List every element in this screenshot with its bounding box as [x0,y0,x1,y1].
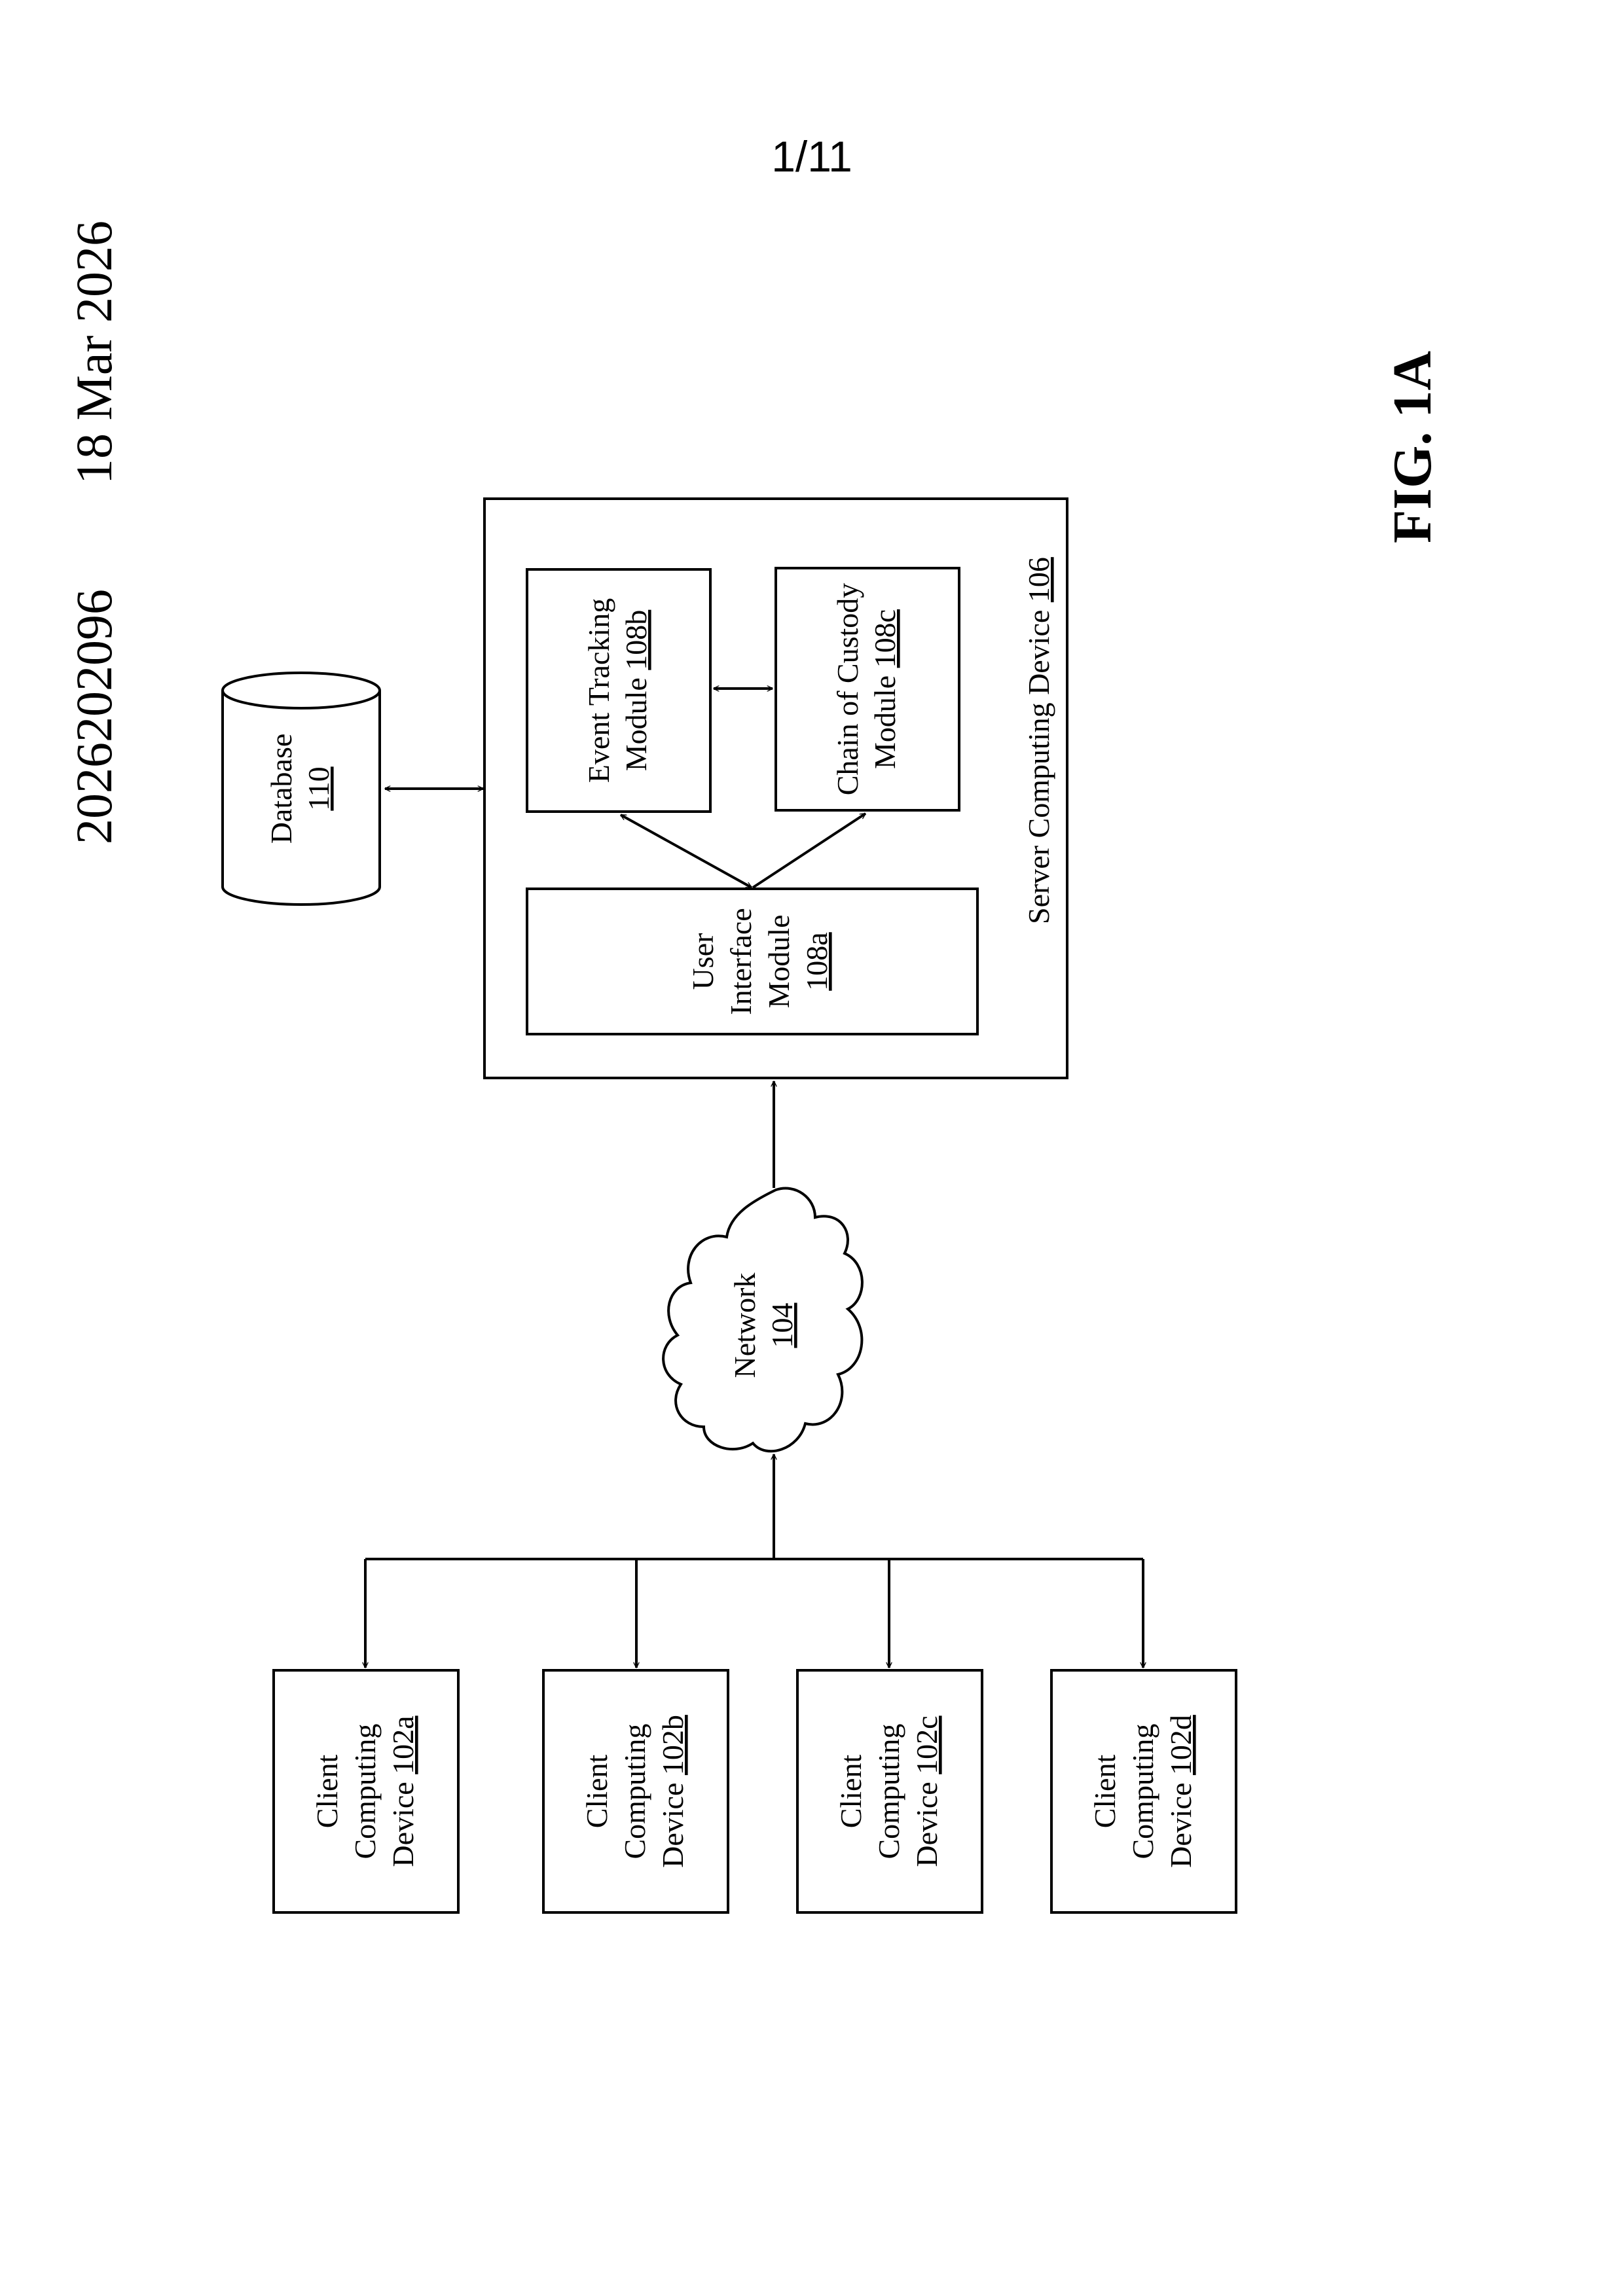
page-number: 1/11 [771,132,852,181]
chain-of-custody-label-2: Module 108c [868,609,902,769]
svg-text:Client: Client [834,1755,867,1829]
database-node: Database 110 [223,673,380,905]
chain-of-custody-label: Chain of Custody [831,583,864,796]
svg-text:Computing: Computing [872,1723,905,1859]
publication-number: 2026202096 [65,589,122,844]
svg-text:Device 102b: Device 102b [656,1715,689,1868]
svg-text:Computing: Computing [1126,1723,1159,1859]
server-label: Server Computing Device 106 [1022,557,1055,924]
client-device-b: Client Computing Device 102b [543,1670,728,1912]
client-device-c: Client Computing Device 102c [797,1670,982,1912]
svg-text:Computing: Computing [618,1723,651,1859]
user-interface-module: User Interface Module 108a [527,889,977,1034]
database-ref: 110 [302,766,335,810]
network-node: Network 104 [663,1189,862,1452]
client-device-a: Client Computing Device 102a [274,1670,458,1912]
client-bus [365,1454,1143,1668]
svg-text:Client: Client [580,1755,613,1829]
event-tracking-module: Event Tracking Module 108b [527,569,710,812]
figure-label: FIG. 1A [1382,351,1443,543]
user-interface-label-1: User [686,933,720,990]
network-ref: 104 [765,1303,799,1348]
event-tracking-label: Event Tracking [582,598,615,783]
svg-text:Device 102d: Device 102d [1164,1715,1197,1868]
user-interface-ref: 108a [800,932,833,990]
svg-text:Device 102c: Device 102c [910,1715,943,1867]
user-interface-label-2: Interface [724,908,757,1014]
svg-text:Device 102a: Device 102a [386,1715,420,1867]
event-tracking-label-2: Module 108b [619,610,653,772]
user-interface-label-3: Module [762,914,795,1008]
publication-date: 18 Mar 2026 [65,221,122,484]
chain-of-custody-module: Chain of Custody Module 108c [776,568,959,810]
database-label: Database [264,734,298,844]
svg-text:Client: Client [1088,1755,1122,1829]
client-device-d: Client Computing Device 102d [1051,1670,1236,1912]
network-label: Network [728,1273,761,1378]
svg-text:Computing: Computing [348,1723,382,1859]
svg-text:Client: Client [310,1755,344,1829]
